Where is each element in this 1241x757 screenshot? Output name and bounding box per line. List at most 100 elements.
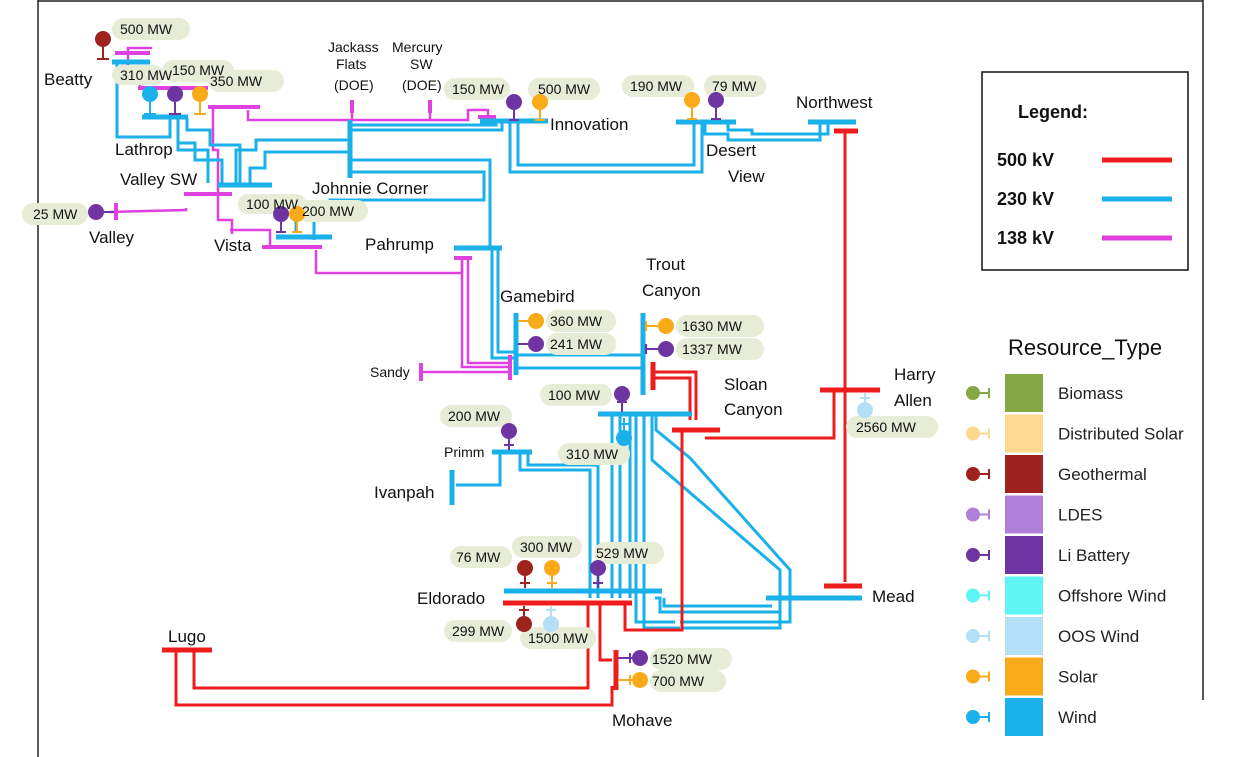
li-battery-icon bbox=[501, 423, 517, 450]
li-battery-icon bbox=[708, 92, 724, 120]
capacity-label: 350 MW bbox=[210, 73, 263, 89]
li-battery-icon bbox=[645, 341, 674, 357]
solar-icon bbox=[544, 560, 560, 588]
resource-type-color-box bbox=[1005, 495, 1043, 534]
legend-label: 230 kV bbox=[997, 189, 1054, 209]
li-battery-icon bbox=[590, 560, 606, 588]
bus-label-jackass: Jackass bbox=[328, 39, 379, 55]
legend-label: 138 kV bbox=[997, 228, 1054, 248]
li-battery-icon bbox=[167, 86, 183, 115]
resource-type-color-box bbox=[1005, 576, 1043, 615]
resource-type-swatch-icon bbox=[966, 669, 980, 684]
resource-type-color-box bbox=[1005, 698, 1043, 736]
capacity-label: 241 MW bbox=[550, 336, 603, 352]
bus-label-johnnie-corner: Johnnie Corner bbox=[312, 179, 429, 198]
capacity-label: 150 MW bbox=[452, 81, 505, 97]
frame bbox=[37, 0, 1204, 757]
resource-type-title: Resource_Type bbox=[1008, 335, 1162, 360]
li-battery-icon bbox=[506, 94, 522, 121]
bus-label-gamebird: Gamebird bbox=[500, 287, 575, 306]
resource-type-item: Distributed Solar bbox=[966, 414, 1184, 453]
resource-type-label: Wind bbox=[1058, 708, 1097, 727]
resource-type-item: Biomass bbox=[966, 374, 1123, 412]
oos-wind-icon bbox=[543, 606, 559, 632]
bus-label-innovation: Innovation bbox=[550, 115, 628, 134]
resource-type-label: Offshore Wind bbox=[1058, 587, 1166, 606]
capacity-label: 500 MW bbox=[538, 81, 591, 97]
bus-label-valley: Valley bbox=[89, 228, 135, 247]
capacity-label: 500 MW bbox=[120, 21, 173, 37]
resource-type-item: LDES bbox=[966, 495, 1102, 534]
bus-label-primm: Primm bbox=[444, 444, 484, 460]
capacity-label: 100 MW bbox=[246, 196, 299, 212]
resource-type-item: OOS Wind bbox=[966, 617, 1139, 655]
bus-label-harry-allen: Harry bbox=[894, 365, 936, 384]
resource-type-item: Solar bbox=[966, 657, 1098, 696]
bus-label-vista: Vista bbox=[214, 236, 252, 255]
generators bbox=[88, 31, 873, 688]
solar-icon bbox=[618, 672, 648, 688]
capacity-pills bbox=[22, 18, 938, 692]
bus-label-sloan-canyon: Canyon bbox=[724, 400, 783, 419]
resource-type-swatch-icon bbox=[966, 588, 980, 603]
resource-type-item: Li Battery bbox=[966, 536, 1130, 574]
capacity-label: 200 MW bbox=[302, 203, 355, 219]
resource-type-label: Solar bbox=[1058, 668, 1098, 687]
bus-label-mohave: Mohave bbox=[612, 711, 672, 730]
capacity-label: 100 MW bbox=[548, 387, 601, 403]
bus-label-mercury: (DOE) bbox=[402, 77, 442, 93]
bus-label-desert-view: View bbox=[728, 167, 765, 186]
wind-icon bbox=[616, 418, 632, 446]
capacity-label: 310 MW bbox=[566, 446, 619, 462]
resource-type-item: Geothermal bbox=[966, 455, 1147, 493]
resource-type-label: Geothermal bbox=[1058, 465, 1147, 484]
capacity-label: 299 MW bbox=[452, 623, 505, 639]
li-battery-icon bbox=[273, 206, 289, 233]
capacity-label: 150 MW bbox=[172, 62, 225, 78]
resource-type-label: OOS Wind bbox=[1058, 627, 1139, 646]
resource-type-item: Offshore Wind bbox=[966, 576, 1166, 615]
capacity-label: 1520 MW bbox=[652, 651, 713, 667]
solar-icon bbox=[684, 92, 700, 120]
bus-label-trout-canyon: Trout bbox=[646, 255, 685, 274]
bus-label-lugo: Lugo bbox=[168, 627, 206, 646]
resource-type-label: Li Battery bbox=[1058, 546, 1130, 565]
oos-wind-icon bbox=[857, 393, 873, 418]
capacity-label: 1630 MW bbox=[682, 318, 743, 334]
capacity-label: 529 MW bbox=[596, 545, 649, 561]
bus-label-northwest: Northwest bbox=[796, 93, 873, 112]
resource-type-swatch-icon bbox=[966, 426, 980, 441]
wind-icon bbox=[142, 86, 158, 115]
resource-type-label: LDES bbox=[1058, 506, 1102, 525]
bus-label-pahrump: Pahrump bbox=[365, 235, 434, 254]
resource-type-item: Wind bbox=[966, 698, 1097, 736]
solar-icon bbox=[518, 313, 544, 329]
capacity-label: 25 MW bbox=[33, 206, 78, 222]
solar-icon bbox=[645, 318, 674, 334]
bus-label-sandy: Sandy bbox=[370, 364, 410, 380]
capacity-label: 200 MW bbox=[448, 408, 501, 424]
bus-label-jackass: Flats bbox=[336, 56, 366, 72]
capacity-label: 76 MW bbox=[456, 549, 501, 565]
resource-type-color-box bbox=[1005, 374, 1043, 412]
capacity-label: 1337 MW bbox=[682, 341, 743, 357]
li-battery-icon bbox=[518, 336, 544, 352]
geothermal-icon bbox=[517, 560, 533, 588]
bus-label-desert-view: Desert bbox=[706, 141, 756, 160]
bus-label-mercury: Mercury bbox=[392, 39, 443, 55]
legend-label: 500 kV bbox=[997, 150, 1054, 170]
capacity-label: 2560 MW bbox=[856, 419, 917, 435]
bus-label-beatty: Beatty bbox=[44, 70, 93, 89]
resource-type-color-box bbox=[1005, 414, 1043, 453]
li-battery-icon bbox=[618, 650, 648, 666]
bus-label-mercury: SW bbox=[410, 56, 433, 72]
li-battery-icon bbox=[614, 386, 630, 412]
bus-label-ivanpah: Ivanpah bbox=[374, 483, 435, 502]
resource-type-swatch-icon bbox=[966, 386, 980, 400]
solar-icon bbox=[192, 86, 208, 115]
bus-label-mead: Mead bbox=[872, 587, 915, 606]
resource-type-swatch-icon bbox=[966, 710, 980, 724]
resource-type-color-box bbox=[1005, 455, 1043, 493]
